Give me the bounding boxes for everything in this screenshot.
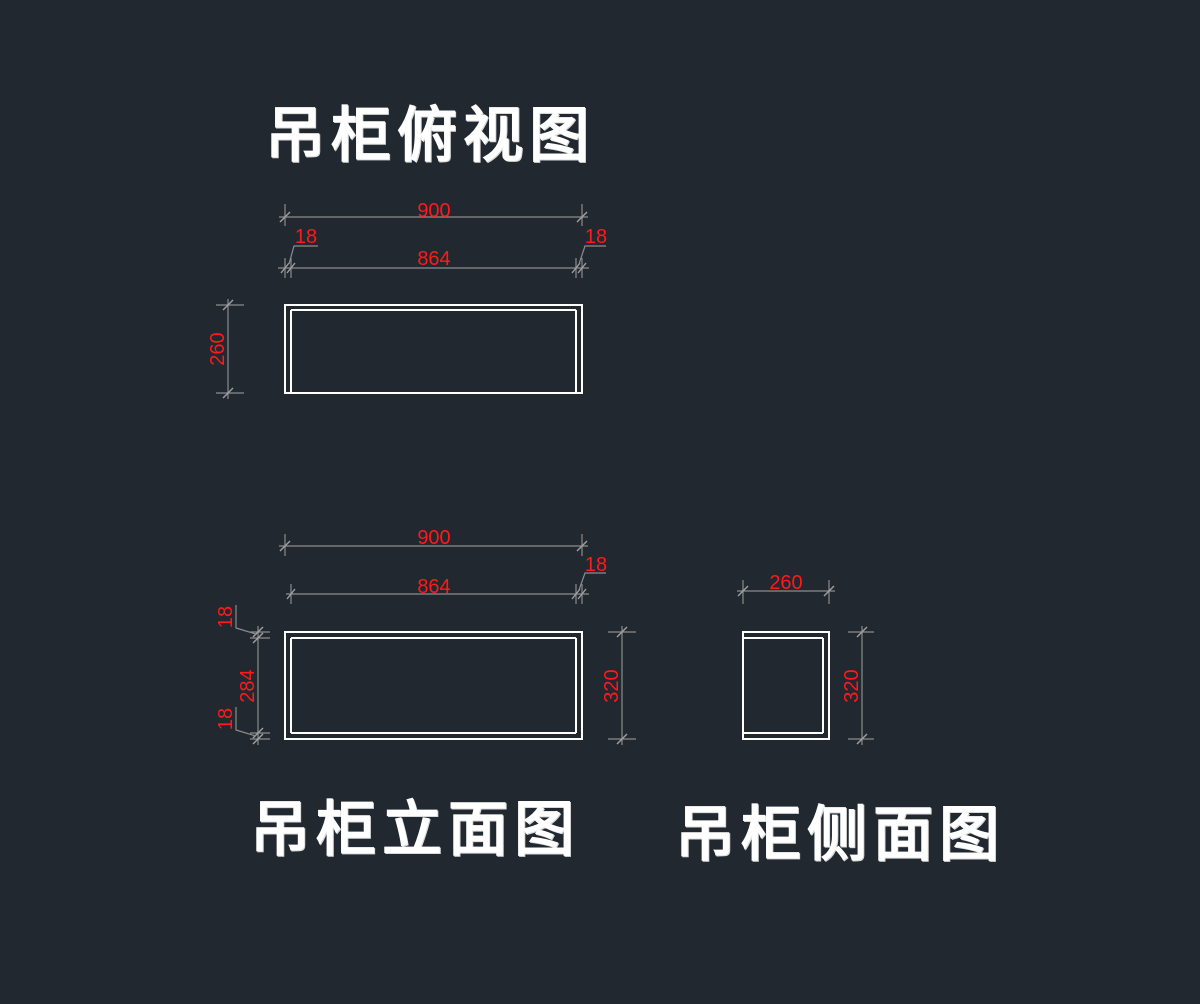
side-view-title: 吊柜侧面图 — [675, 800, 1005, 870]
top-overall-width-text: 900 — [417, 200, 450, 222]
side-dim-height: 320 — [841, 626, 874, 745]
front-overall-height-text: 320 — [601, 669, 623, 702]
top-view-outer-outline — [284, 304, 583, 394]
top-dim-overall-width: 900 — [279, 200, 588, 226]
side-height-text: 320 — [841, 669, 863, 702]
front-inner-width-text: 864 — [417, 576, 450, 598]
front-inner-height-text: 284 — [237, 669, 259, 702]
front-view: 900 864 18 — [215, 527, 636, 745]
front-dim-left-vertical-chain: 18 284 18 — [215, 605, 270, 745]
top-view-title: 吊柜俯视图 — [265, 101, 595, 171]
front-dim-inner-width: 864 — [286, 576, 589, 604]
side-dim-depth: 260 — [737, 572, 835, 604]
front-view-title: 吊柜立面图 — [250, 795, 580, 865]
side-view-outer-outline — [742, 631, 830, 740]
front-dim-right-panel: 18 — [578, 554, 607, 591]
top-left-panel-text: 18 — [295, 226, 317, 248]
top-depth-text: 260 — [207, 332, 229, 365]
front-bottom-panel-text: 18 — [215, 708, 237, 730]
top-inner-width-text: 864 — [417, 248, 450, 270]
front-dim-overall-height: 320 — [601, 626, 636, 745]
front-top-panel-text: 18 — [215, 606, 237, 628]
front-dim-overall-width: 900 — [279, 527, 588, 556]
top-right-panel-text: 18 — [585, 226, 607, 248]
top-dim-depth: 260 — [207, 299, 244, 399]
front-view-outer-outline — [284, 631, 583, 740]
front-overall-width-text: 900 — [417, 527, 450, 549]
side-depth-text: 260 — [769, 572, 802, 594]
top-dim-inner-width: 864 — [278, 248, 589, 278]
side-view: 260 320 — [737, 572, 874, 745]
front-right-panel-text: 18 — [585, 554, 607, 576]
top-dim-left-panel: 18 — [288, 226, 318, 265]
top-view: 900 864 18 18 — [207, 200, 607, 399]
top-dim-right-panel: 18 — [578, 226, 607, 265]
